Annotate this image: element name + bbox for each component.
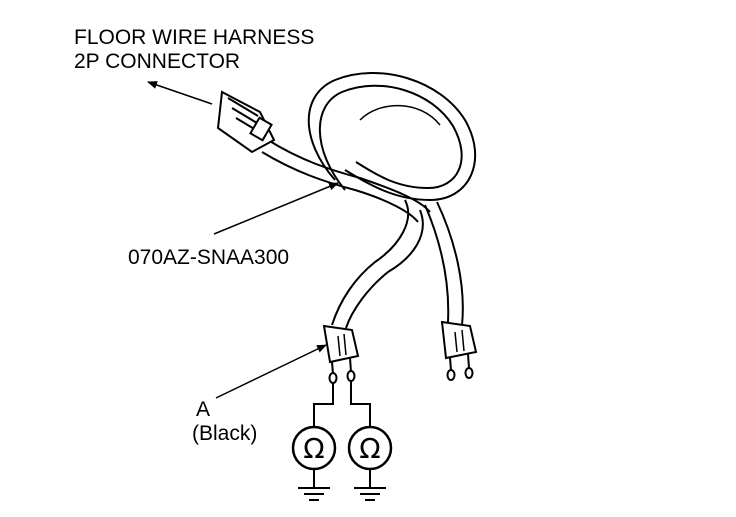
part-number-label: 070AZ-SNAA300 [128,246,290,269]
connector-label-line1: FLOOR WIRE HARNESS [74,26,315,49]
ohm-symbol: Ω [359,432,380,465]
meter-wiring [313,381,371,426]
terminal-a-label: A [196,398,211,421]
connector-label-line2: 2P CONNECTOR [74,50,241,73]
ground-icon [354,469,386,501]
floor-harness-connector [216,90,276,154]
ohmmeter-icon: Ω [347,425,393,471]
ohmmeter-icon: Ω [291,425,337,471]
leader-arrow-icon [147,81,213,105]
test-connector-b [440,320,478,381]
harness-cable-main [261,139,431,223]
ohm-symbol: Ω [303,432,324,465]
test-connector-a [322,324,360,384]
cable-loop [307,72,477,202]
ground-icon [298,469,330,501]
branch-cable-b [424,201,464,326]
leader-arrow-icon [215,344,327,399]
leader-arrow-icon [213,182,339,235]
branch-cable-a [331,199,424,329]
terminal-a-color-label: (Black) [192,422,258,445]
